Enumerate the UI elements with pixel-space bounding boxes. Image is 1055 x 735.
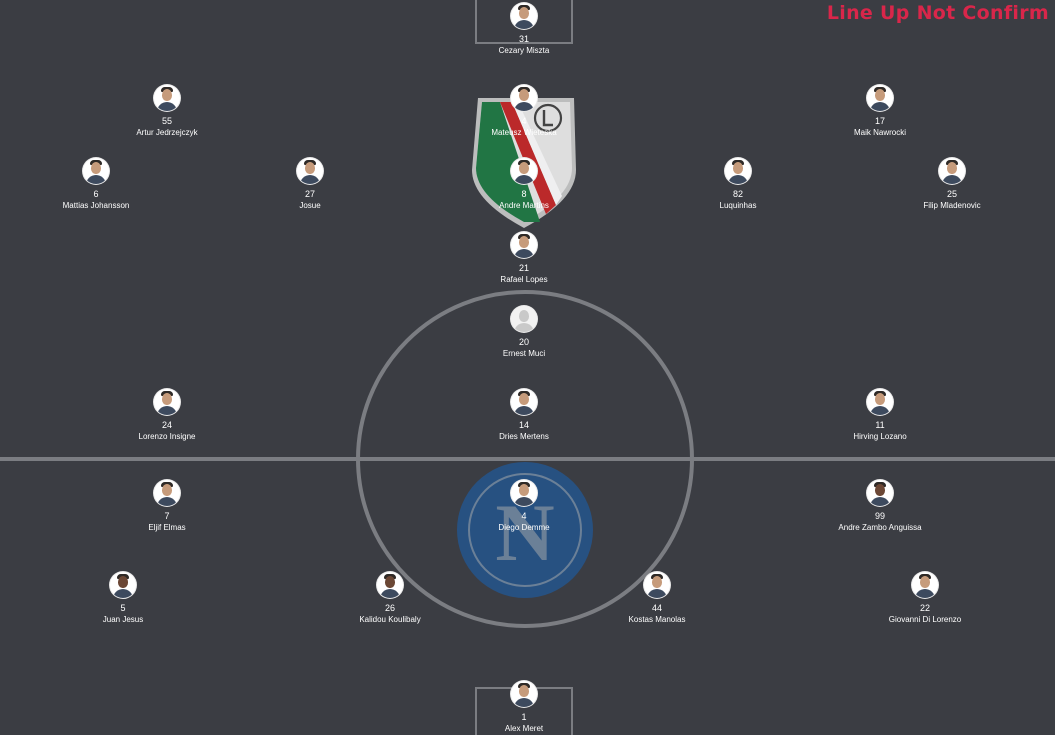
center-circle bbox=[356, 290, 694, 628]
player-avatar bbox=[867, 389, 893, 415]
player-avatar bbox=[511, 681, 537, 707]
player-avatar bbox=[725, 158, 751, 184]
player-number: 8 bbox=[521, 189, 527, 199]
player-name: Artur Jedrzejczyk bbox=[136, 128, 198, 137]
player-avatar bbox=[644, 572, 670, 598]
player-name: Maik Nawrocki bbox=[853, 128, 906, 137]
player-card[interactable]: 5 Juan Jesus bbox=[48, 572, 198, 625]
player-card[interactable]: 7 Eljif Elmas bbox=[92, 480, 242, 533]
legia-crest-icon bbox=[472, 98, 576, 228]
player-avatar bbox=[912, 572, 938, 598]
player-avatar bbox=[867, 480, 893, 506]
player-avatar bbox=[297, 158, 323, 184]
player-number: 4 bbox=[521, 116, 527, 126]
player-avatar bbox=[867, 85, 893, 111]
player-number: 5 bbox=[120, 603, 126, 613]
player-avatar bbox=[939, 158, 965, 184]
player-name: Dries Mertens bbox=[499, 432, 549, 441]
player-number: 14 bbox=[518, 420, 529, 430]
player-number: 82 bbox=[732, 189, 743, 199]
player-avatar bbox=[83, 158, 109, 184]
player-card[interactable]: 11 Hirving Lozano bbox=[805, 389, 955, 442]
player-card[interactable]: 4 Mateusz Wieteska bbox=[449, 85, 599, 138]
player-name: Mateusz Wieteska bbox=[491, 128, 557, 137]
player-card[interactable]: 99 Andre Zambo Anguissa bbox=[805, 480, 955, 533]
player-card[interactable]: 8 Andre Martins bbox=[449, 158, 599, 211]
player-card[interactable]: 6 Mattias Johansson bbox=[21, 158, 171, 211]
player-name: Juan Jesus bbox=[102, 615, 144, 624]
player-name: Filip Mladenovic bbox=[923, 201, 981, 210]
player-number: 31 bbox=[518, 34, 529, 44]
player-name: Hirving Lozano bbox=[853, 432, 907, 441]
player-number: 11 bbox=[875, 420, 885, 430]
player-card[interactable]: 25 Filip Mladenovic bbox=[877, 158, 1027, 211]
player-number: 44 bbox=[651, 603, 662, 613]
player-name: Kostas Manolas bbox=[628, 615, 686, 624]
top-goal-box bbox=[475, 0, 573, 44]
player-placeholder-icon bbox=[511, 306, 537, 332]
player-card[interactable]: 55 Artur Jedrzejczyk bbox=[92, 85, 242, 138]
player-name: Cezary Miszta bbox=[498, 46, 550, 55]
player-number: 7 bbox=[164, 511, 170, 521]
player-name: Ernest Muci bbox=[502, 349, 546, 358]
player-number: 20 bbox=[518, 337, 529, 347]
player-avatar bbox=[377, 572, 403, 598]
player-number: 99 bbox=[874, 511, 885, 521]
player-number: 55 bbox=[161, 116, 172, 126]
player-name: Andre Zambo Anguissa bbox=[838, 523, 922, 532]
player-avatar bbox=[154, 389, 180, 415]
player-number: 26 bbox=[384, 603, 395, 613]
player-name: Kalidou Koulibaly bbox=[359, 615, 421, 624]
player-name: Mattias Johansson bbox=[62, 201, 130, 210]
player-number: 4 bbox=[521, 511, 527, 521]
player-avatar bbox=[511, 158, 537, 184]
player-avatar bbox=[511, 480, 537, 506]
player-avatar bbox=[511, 389, 537, 415]
player-card[interactable]: 1 Alex Meret bbox=[449, 681, 599, 734]
player-number: 27 bbox=[304, 189, 315, 199]
player-name: Andre Martins bbox=[499, 201, 549, 210]
player-avatar bbox=[511, 85, 537, 111]
player-avatar bbox=[110, 572, 136, 598]
player-card[interactable]: 17 Maik Nawrocki bbox=[805, 85, 955, 138]
player-card[interactable]: 27 Josue bbox=[235, 158, 385, 211]
player-number: 21 bbox=[518, 263, 529, 273]
player-card[interactable]: 14 Dries Mertens bbox=[449, 389, 599, 442]
player-number: 22 bbox=[919, 603, 930, 613]
player-number: 1 bbox=[521, 712, 527, 722]
player-avatar bbox=[511, 3, 537, 29]
player-card[interactable]: 44 Kostas Manolas bbox=[582, 572, 732, 625]
player-name: Giovanni Di Lorenzo bbox=[888, 615, 962, 624]
player-name: Diego Demme bbox=[498, 523, 550, 532]
napoli-crest-icon: N bbox=[457, 462, 593, 598]
player-number: 17 bbox=[874, 116, 885, 126]
player-card[interactable]: 82 Luquinhas bbox=[663, 158, 813, 211]
player-number: 6 bbox=[93, 189, 99, 199]
player-card[interactable]: 22 Giovanni Di Lorenzo bbox=[850, 572, 1000, 625]
lineup-status: Line Up Not Confirm bbox=[826, 2, 1049, 24]
player-avatar bbox=[511, 232, 537, 258]
player-card[interactable]: 24 Lorenzo Insigne bbox=[92, 389, 242, 442]
player-avatar bbox=[154, 480, 180, 506]
player-avatar bbox=[154, 85, 180, 111]
player-name: Lorenzo Insigne bbox=[138, 432, 196, 441]
player-card[interactable]: 4 Diego Demme bbox=[449, 480, 599, 533]
player-name: Eljif Elmas bbox=[148, 523, 186, 532]
player-card[interactable]: 31 Cezary Miszta bbox=[449, 3, 599, 56]
player-name: Josue bbox=[299, 201, 321, 210]
player-name: Luquinhas bbox=[719, 201, 757, 210]
player-name: Alex Meret bbox=[504, 724, 544, 733]
player-number: 25 bbox=[946, 189, 957, 199]
player-name: Rafael Lopes bbox=[500, 275, 548, 284]
player-card[interactable]: 20 Ernest Muci bbox=[449, 306, 599, 359]
player-card[interactable]: 21 Rafael Lopes bbox=[449, 232, 599, 285]
player-card[interactable]: 26 Kalidou Koulibaly bbox=[315, 572, 465, 625]
player-number: 24 bbox=[161, 420, 172, 430]
